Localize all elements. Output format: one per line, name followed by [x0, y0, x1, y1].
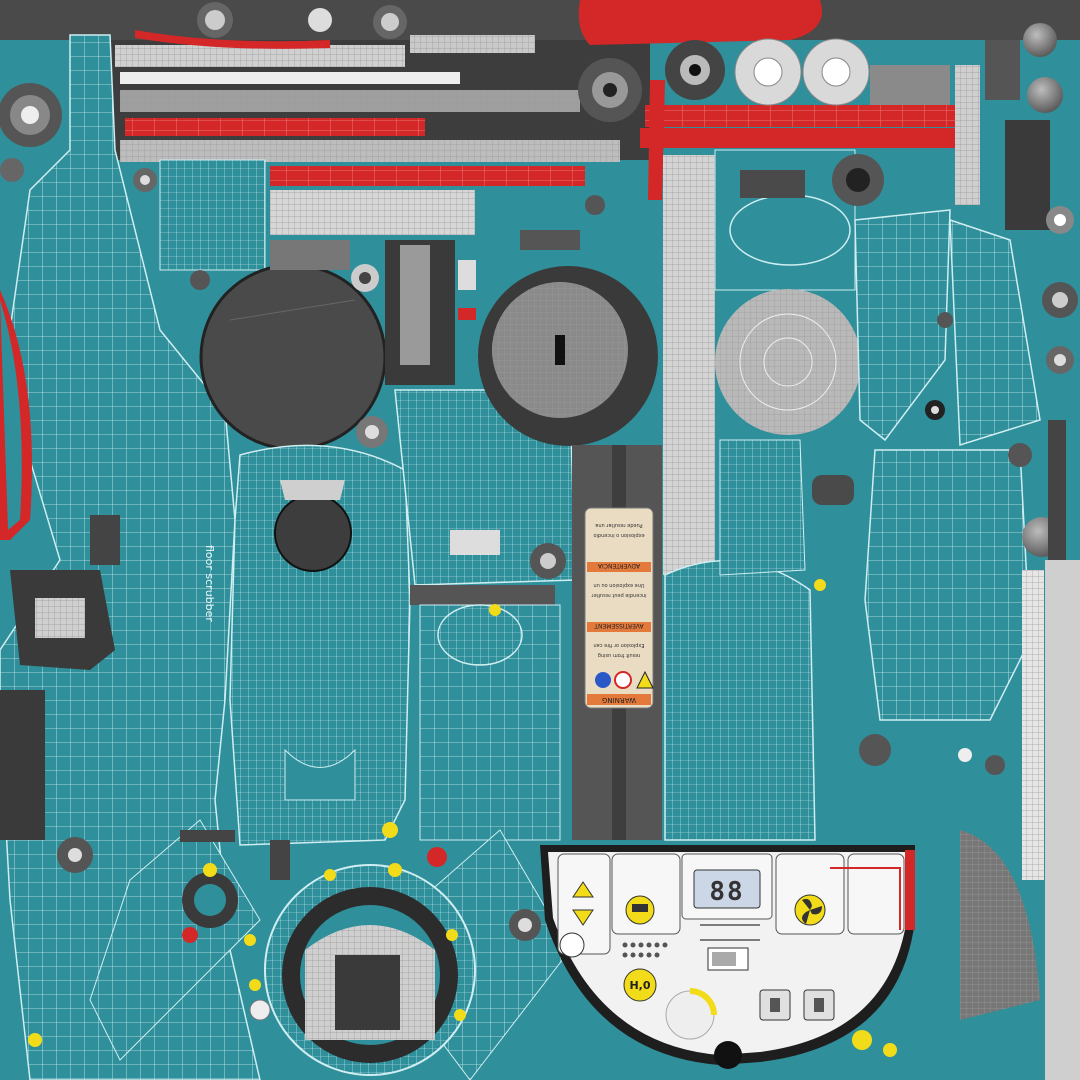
left-bracket [10, 515, 120, 670]
warning-sticker: WARNING AVERTISSEMENT ADVERTENCIA Explos… [584, 507, 654, 709]
water-icon[interactable] [623, 968, 657, 1002]
warning-line-fr-2: incendie peut resulter [591, 592, 647, 598]
panel-right-zone [847, 853, 905, 935]
seat-shell [229, 444, 411, 846]
brush-deck-ring [57, 819, 571, 1080]
warning-line-fr-1: Une explosion ou un [593, 582, 644, 588]
arrow-down-icon[interactable] [572, 909, 594, 926]
fan-disc [478, 230, 658, 446]
wire-sphere [714, 149, 884, 435]
top-round-parts [0, 2, 1078, 374]
misc-parts [180, 65, 1066, 880]
display-value: 88 [709, 877, 744, 907]
warning-section-fr: AVERTISSEMENT [594, 622, 644, 629]
top-hardware-strip [0, 0, 1080, 235]
digital-display [693, 869, 761, 909]
warning-line-en-1: Explosion or fire can [594, 642, 645, 648]
control-panel: 88 H,0 [540, 845, 915, 1069]
side-label: floor scrubber [203, 545, 216, 622]
arrow-up-icon[interactable] [572, 881, 594, 898]
warning-line-es-1: Puede resultar una [595, 522, 642, 528]
fan-button[interactable] [775, 853, 845, 935]
warning-line-es-2: explosion o incendio [593, 532, 644, 538]
disc-parts [159, 159, 455, 451]
warning-heading: WARNING [602, 696, 636, 704]
warning-line-en-2: result from using [598, 652, 640, 658]
yellow-accents [28, 579, 897, 1057]
indicator-leds [622, 942, 668, 958]
water-label: H,0 [629, 979, 650, 992]
left-body-panel: floor scrubber [0, 34, 261, 1080]
warning-section-es: ADVERTENCIA [597, 562, 640, 569]
center-shell [394, 389, 576, 841]
panel-left-zone [557, 853, 611, 955]
